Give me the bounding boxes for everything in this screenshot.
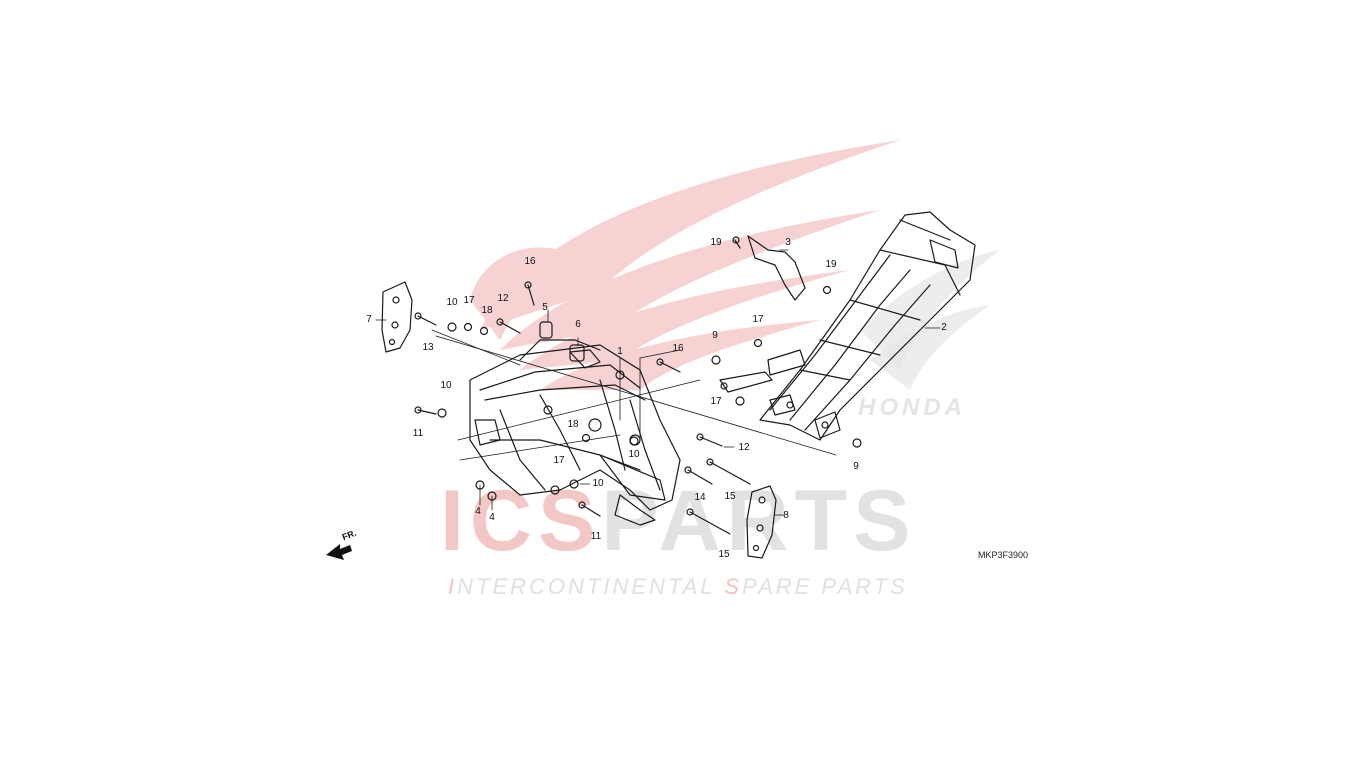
callout-number: 7 [366,314,372,325]
callout-number: 15 [724,491,736,502]
callout-number: 17 [553,455,565,466]
main-frame-part [469,339,681,526]
rear-subframe-part [759,211,976,441]
callout-number: 17 [463,295,475,306]
callout-number: 17 [710,396,722,407]
callout-number: 8 [783,510,789,521]
callout-number: 6 [575,319,581,330]
callout-number: 19 [710,237,722,248]
callout-number: 18 [567,419,579,430]
callout-number: 9 [853,461,859,472]
callout-number: 10 [440,380,452,391]
honda-watermark: HONDA [858,394,966,421]
callout-number: 13 [422,342,434,353]
drawing-code: MKP3F3900 [978,550,1029,560]
callout-number: 1 [617,346,623,357]
leader-lines [375,249,941,516]
callout-number: 18 [481,305,493,316]
callout-number: 14 [694,492,706,503]
front-arrow-icon [326,544,352,560]
callout-number: 19 [825,259,837,270]
tagline-watermark: INTERCONTINENTAL SPARE PARTS [448,574,908,599]
callout-number: 12 [738,442,750,453]
callout-number: 5 [542,302,548,313]
callout-number: 10 [592,478,604,489]
callout-number: 11 [412,428,424,439]
callout-number: 15 [718,549,730,560]
callout-number: 12 [497,293,509,304]
callout-number: 11 [590,531,602,542]
callout-number: 2 [941,322,947,333]
callout-number: 10 [446,297,458,308]
plate-left-part [381,281,413,353]
callout-number: 16 [524,256,536,267]
callout-number: 9 [712,330,718,341]
callout-number: 17 [752,314,764,325]
callout-number: 4 [489,512,495,523]
callout-number: 3 [785,237,791,248]
callout-number: 4 [475,506,481,517]
callout-number: 10 [628,449,640,460]
bolts [414,236,751,535]
callout-number: 16 [672,343,684,354]
plate-right-part [746,485,777,559]
bracket-part [747,235,806,301]
